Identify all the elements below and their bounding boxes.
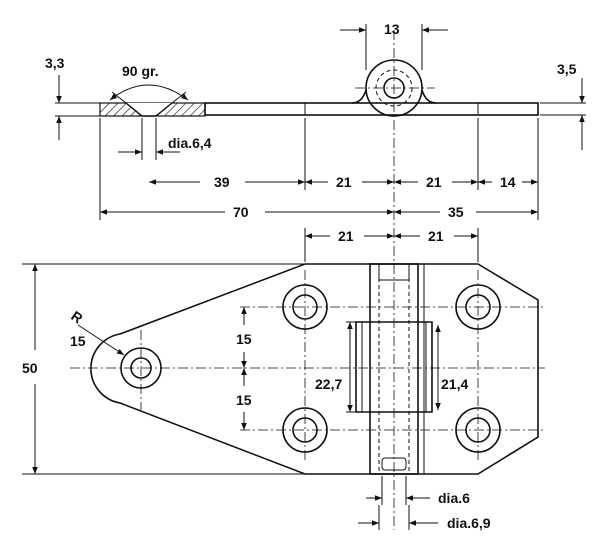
pin-width-label: 13 — [384, 21, 400, 37]
leaf-profile — [99, 102, 539, 117]
pin-head — [378, 263, 410, 281]
knuckle-22-7-dimension: 22,7 — [315, 321, 356, 413]
height-50-label: 50 — [22, 360, 38, 376]
knuckle-21-4-label: 21,4 — [441, 376, 468, 392]
radius-dimension: R 15 — [68, 308, 125, 356]
vertical-hole-spacing: 15 15 — [236, 307, 252, 430]
knuckle-21-4-dimension: 21,4 — [435, 325, 468, 410]
right-thickness-dimension: 3,5 — [540, 61, 586, 150]
top-21-label: 21 — [428, 228, 444, 244]
knuckle-22-7-label: 22,7 — [315, 376, 342, 392]
segment-39-label: 39 — [214, 174, 230, 190]
angle-leg — [111, 91, 127, 104]
front-view: 21 21 — [22, 228, 545, 531]
overall-dimensions: 70 35 — [100, 204, 538, 220]
segment-21-label: 21 — [336, 174, 352, 190]
leader-line — [77, 324, 125, 356]
hole-diameter-label: dia.6,4 — [168, 135, 212, 151]
hole-diameter-dimension: dia.6,4 — [118, 118, 212, 160]
top-view: 90 gr. dia.6,4 3,3 3,5 — [45, 21, 586, 530]
pin-tip — [381, 457, 407, 471]
countersink-angle-dimension: 90 gr. — [109, 63, 189, 104]
left-thickness-label: 3,3 — [45, 55, 65, 71]
spacing-15-label: 15 — [236, 331, 252, 347]
height-dimension: 50 — [22, 263, 305, 475]
knuckle-recess — [355, 321, 433, 413]
segment-21-label: 21 — [426, 174, 442, 190]
countersink — [125, 102, 173, 117]
knuckle-bore-dimension: dia.6,9 — [358, 505, 491, 531]
overall-35-label: 35 — [448, 204, 464, 220]
segment-14-label: 14 — [500, 174, 516, 190]
leaf-plate — [204, 102, 539, 116]
left-thickness-dimension: 3,3 — [45, 55, 100, 140]
right-thickness-label: 3,5 — [557, 61, 577, 77]
knuckle-body — [355, 263, 433, 475]
radius-r-label: R — [68, 308, 85, 327]
pin-dia-6-9-label: dia.6,9 — [447, 515, 491, 531]
overall-70-label: 70 — [233, 204, 249, 220]
top-21-label: 21 — [338, 228, 354, 244]
knuckle-profile — [351, 30, 437, 530]
pin-width-dimension: 13 — [340, 21, 448, 70]
top-hole-spacing-dimensions: 21 21 — [304, 228, 479, 262]
angle-arc — [109, 84, 189, 101]
segment-dimensions: 39 21 21 14 — [149, 174, 538, 190]
pin-diameter-dimension: dia.6 — [366, 476, 470, 506]
radius-15-label: 15 — [70, 333, 86, 349]
spacing-15-label: 15 — [236, 392, 252, 408]
angle-leg — [171, 91, 187, 104]
angle-label: 90 gr. — [122, 63, 159, 79]
pin-dia-6-label: dia.6 — [438, 490, 470, 506]
hinge-plate-outline — [90, 263, 539, 475]
knuckle-fillet — [351, 89, 437, 104]
recess-inner — [361, 322, 427, 412]
mounting-holes — [282, 284, 501, 453]
